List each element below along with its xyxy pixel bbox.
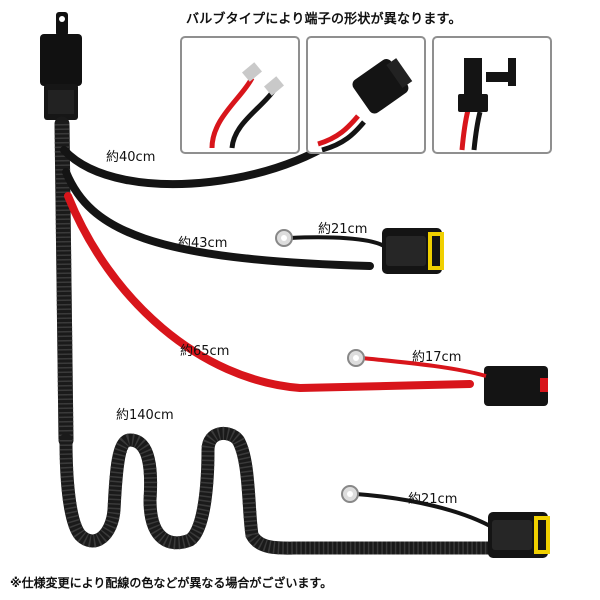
connector-top bbox=[382, 228, 444, 274]
wire-43cm bbox=[62, 168, 374, 270]
connector-middle bbox=[484, 366, 548, 406]
length-label-40cm: 約40cm bbox=[106, 150, 156, 165]
wire-140cm bbox=[59, 427, 497, 555]
length-label-17cm: 約17cm bbox=[412, 350, 462, 365]
length-label-21cm-top: 約21cm bbox=[318, 222, 368, 237]
connector-bottom bbox=[488, 512, 550, 558]
length-label-21cm-bottom: 約21cm bbox=[408, 492, 458, 507]
length-label-65cm: 約65cm bbox=[180, 344, 230, 359]
relay bbox=[40, 12, 82, 128]
disclaimer-note: ※仕様変更により配線の色などが異なる場合がございます。 bbox=[10, 576, 333, 590]
ring-terminal-bottom bbox=[341, 485, 491, 528]
length-label-140cm: 約140cm bbox=[116, 408, 174, 423]
caption-text: バルブタイプにより端子の形状が異なります。 bbox=[186, 12, 462, 27]
terminal-panel-socket bbox=[306, 36, 426, 154]
terminal-panel-h-plug bbox=[432, 36, 552, 154]
wire-65cm bbox=[64, 192, 474, 393]
ring-terminal-top bbox=[275, 229, 385, 248]
length-label-43cm: 約43cm bbox=[178, 236, 228, 251]
ring-terminal-middle bbox=[347, 349, 487, 378]
terminal-panel-bullet bbox=[180, 36, 300, 154]
